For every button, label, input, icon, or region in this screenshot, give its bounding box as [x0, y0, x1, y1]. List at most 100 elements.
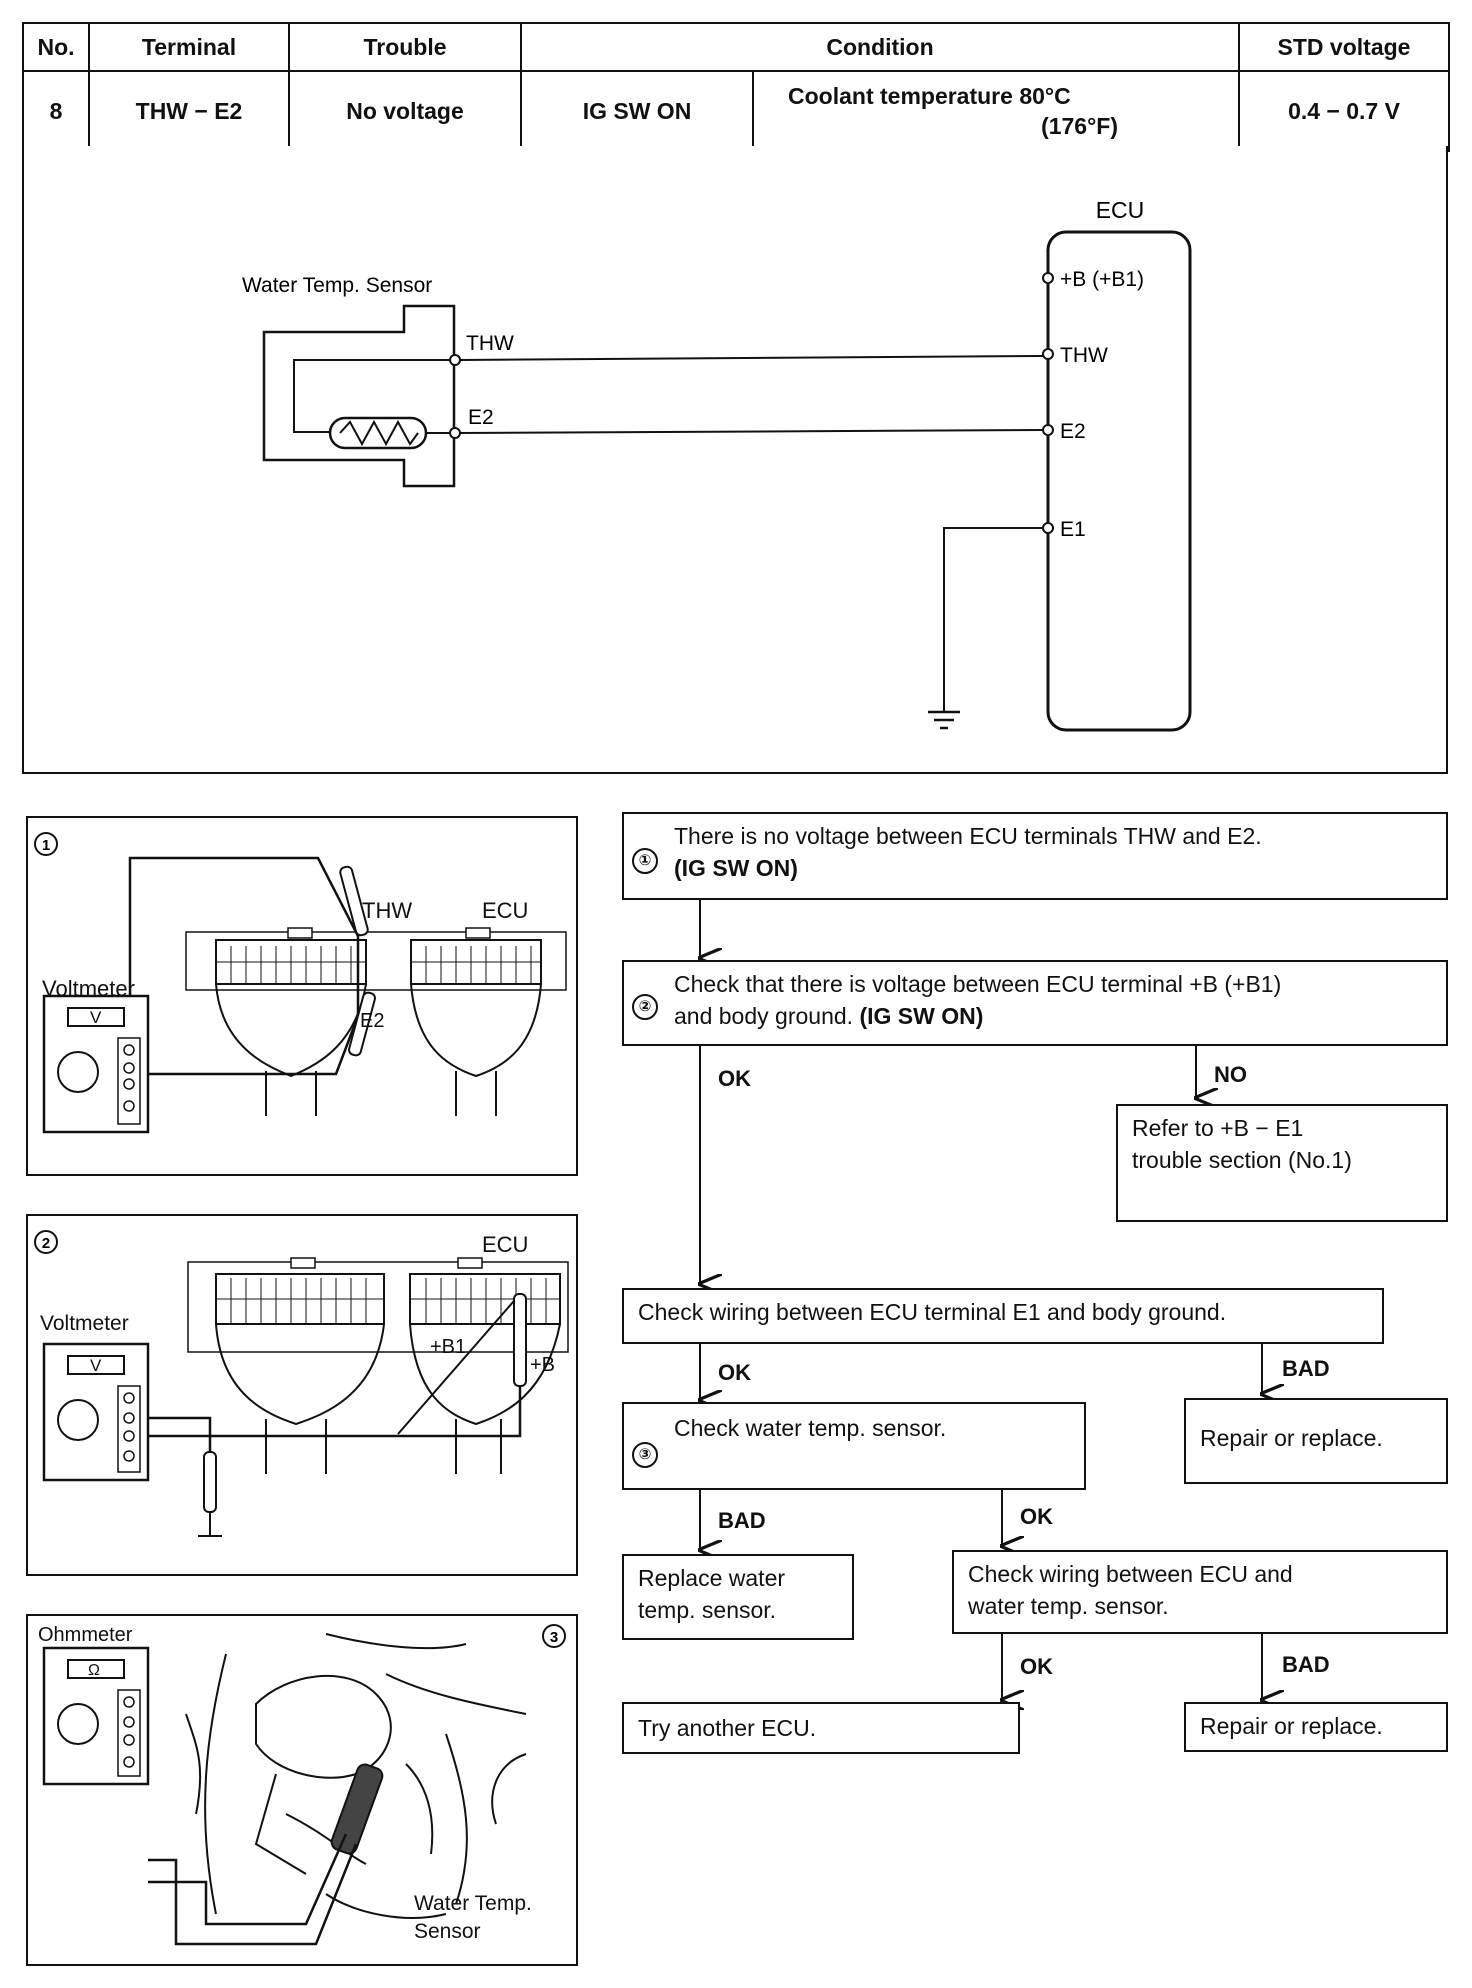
fig1-meter-label: Voltmeter: [42, 976, 135, 1001]
figure-3-illustration: 3: [42, 1624, 566, 1946]
wire-e2: [459, 429, 1044, 434]
wire-thw: [459, 355, 1044, 361]
flow-repair-2-text: Repair or replace.: [1200, 1713, 1383, 1739]
figure-1-illustration: 1: [34, 832, 567, 1134]
flow-check-wiring-line1: Check wiring between ECU and: [968, 1561, 1293, 1587]
flow-bad-2: BAD: [718, 1508, 766, 1533]
flow-bad-3: BAD: [1282, 1652, 1330, 1677]
sensor-terminal-label-e2: E2: [468, 406, 494, 429]
flow-repair-1: Repair or replace.: [1184, 1398, 1448, 1484]
header-trouble: Trouble: [288, 22, 522, 72]
flow-no-1: NO: [1214, 1062, 1247, 1087]
sensor-terminal-label-thw: THW: [466, 332, 514, 355]
fig3-meter-symbol: Ω: [88, 1662, 100, 1679]
flow-check-wiring-line2: water temp. sensor.: [968, 1593, 1169, 1619]
ecu-terminal-label-e2: E2: [1060, 420, 1086, 443]
flow-replace-line1: Replace water: [638, 1565, 786, 1591]
wire-e1-ground: [943, 527, 1043, 712]
ecu-box: [1046, 230, 1192, 732]
flow-step-1-text: There is no voltage between ECU terminal…: [674, 823, 1262, 849]
flow-check-e1: Check wiring between ECU terminal E1 and…: [622, 1288, 1384, 1344]
table-row: 8 THW − E2 No voltage IG SW ON Coolant t…: [22, 70, 1451, 152]
fig3-sensor-label-line1: Water Temp.: [414, 1892, 532, 1915]
fig2-label-b: +B: [530, 1354, 556, 1376]
flow-step-3: ③ Check water temp. sensor.: [622, 1402, 1086, 1490]
ecu-terminal-label-e1: E1: [1060, 518, 1086, 541]
fig3-number-circle: [542, 1624, 566, 1648]
fig3-probe-wire-1: [148, 1843, 358, 1946]
flow-refer-line2: trouble section (No.1): [1132, 1147, 1352, 1173]
cell-condition-switch: IG SW ON: [520, 70, 754, 152]
fig1-meter-symbol: V: [90, 1008, 102, 1027]
fig2-meter-symbol: V: [90, 1356, 102, 1375]
fig1-number-circle: [34, 832, 58, 856]
flow-check-e1-text: Check wiring between ECU terminal E1 and…: [638, 1299, 1227, 1325]
flow-step-2-text2: and body ground.: [674, 1003, 854, 1029]
fig2-label-b1: +B1: [430, 1336, 467, 1358]
flow-ok-3: OK: [1020, 1504, 1053, 1529]
svg-text:3: 3: [550, 1629, 558, 1646]
header-std-voltage: STD voltage: [1238, 22, 1451, 72]
flow-bad-1: BAD: [1282, 1356, 1330, 1381]
flow-step-1: ① There is no voltage between ECU termin…: [622, 812, 1448, 900]
flow-refer-box: Refer to +B − E1 trouble section (No.1): [1116, 1104, 1448, 1222]
ecu-terminal-label-b: +B (+B1): [1060, 268, 1144, 291]
cell-no: 8: [22, 70, 90, 152]
sensor-label: Water Temp. Sensor: [242, 274, 432, 297]
header-terminal: Terminal: [88, 22, 290, 72]
flow-replace-sensor: Replace water temp. sensor.: [622, 1554, 854, 1640]
spec-table: No. Terminal Trouble Condition STD volta…: [22, 22, 1451, 152]
fig1-probe-thw: [339, 865, 369, 937]
flow-ok-4: OK: [1020, 1654, 1053, 1679]
table-header-row: No. Terminal Trouble Condition STD volta…: [22, 22, 1451, 72]
engine-bay-sketch: [185, 1633, 527, 1919]
ecu-terminal-label-thw: THW: [1060, 344, 1108, 367]
cell-condition-temp: Coolant temperature 80°C (176°F): [751, 70, 1241, 152]
fig1-probe-e2: [348, 991, 376, 1057]
figure-2-illustration: 2: [34, 1230, 569, 1537]
flow-step-2-text1: Check that there is voltage between ECU …: [674, 971, 1282, 997]
flow-step-1-number: ①: [632, 848, 658, 874]
flow-repair-2: Repair or replace.: [1184, 1702, 1448, 1752]
flow-ok-2: OK: [718, 1360, 751, 1385]
fig2-number-circle: [34, 1230, 58, 1254]
fig3-sensor-probe: [330, 1763, 384, 1855]
circuit-diagram-panel: [22, 146, 1448, 774]
fig2-meter-label: Voltmeter: [40, 1312, 129, 1335]
fig1-label-thw: THW: [362, 898, 413, 923]
svg-text:1: 1: [42, 837, 50, 854]
flow-step-3-text: Check water temp. sensor.: [674, 1415, 947, 1441]
fig2-label-ecu: ECU: [482, 1232, 529, 1257]
flow-ok-1: OK: [718, 1066, 751, 1091]
circuit-diagram: ECU +B (+B1) THW E2 E1 Water Temp. Senso…: [242, 197, 1192, 732]
ecu-terminal-b: [1042, 272, 1054, 284]
fig3-meter-label: Ohmmeter: [38, 1624, 133, 1646]
sensor-inner-wire: [293, 359, 455, 433]
flow-replace-line2: temp. sensor.: [638, 1597, 777, 1623]
flow-check-wiring: Check wiring between ECU and water temp.…: [952, 1550, 1448, 1634]
cell-terminal: THW − E2: [88, 70, 290, 152]
flow-refer-line1: Refer to +B − E1: [1132, 1115, 1304, 1141]
svg-text:2: 2: [42, 1235, 50, 1252]
flow-repair-1-text: Repair or replace.: [1200, 1425, 1383, 1451]
ground-icon: [928, 710, 960, 730]
cell-std-voltage: 0.4 − 0.7 V: [1238, 70, 1451, 152]
condition-temp-line1: Coolant temperature 80°C: [788, 83, 1071, 109]
ecu-terminal-thw: [1042, 348, 1054, 360]
header-no: No.: [22, 22, 90, 72]
flow-step-3-number: ③: [632, 1442, 658, 1468]
sensor-housing: [262, 304, 456, 488]
cell-trouble: No voltage: [288, 70, 522, 152]
header-condition: Condition: [519, 22, 1241, 72]
fig1-label-e2: E2: [360, 1010, 385, 1032]
fig3-sensor-label-line2: Sensor: [414, 1920, 481, 1943]
flow-step-2-number: ②: [632, 994, 658, 1020]
resistor-zigzag-icon: [339, 419, 419, 447]
flow-try-ecu: Try another ECU.: [622, 1702, 1020, 1754]
condition-temp-line2: (176°F): [1041, 113, 1119, 139]
flow-step-2: ② Check that there is voltage between EC…: [622, 960, 1448, 1046]
flow-step-1-cond: (IG SW ON): [674, 855, 798, 881]
flow-try-ecu-text: Try another ECU.: [638, 1715, 817, 1741]
fig1-label-ecu: ECU: [482, 898, 529, 923]
